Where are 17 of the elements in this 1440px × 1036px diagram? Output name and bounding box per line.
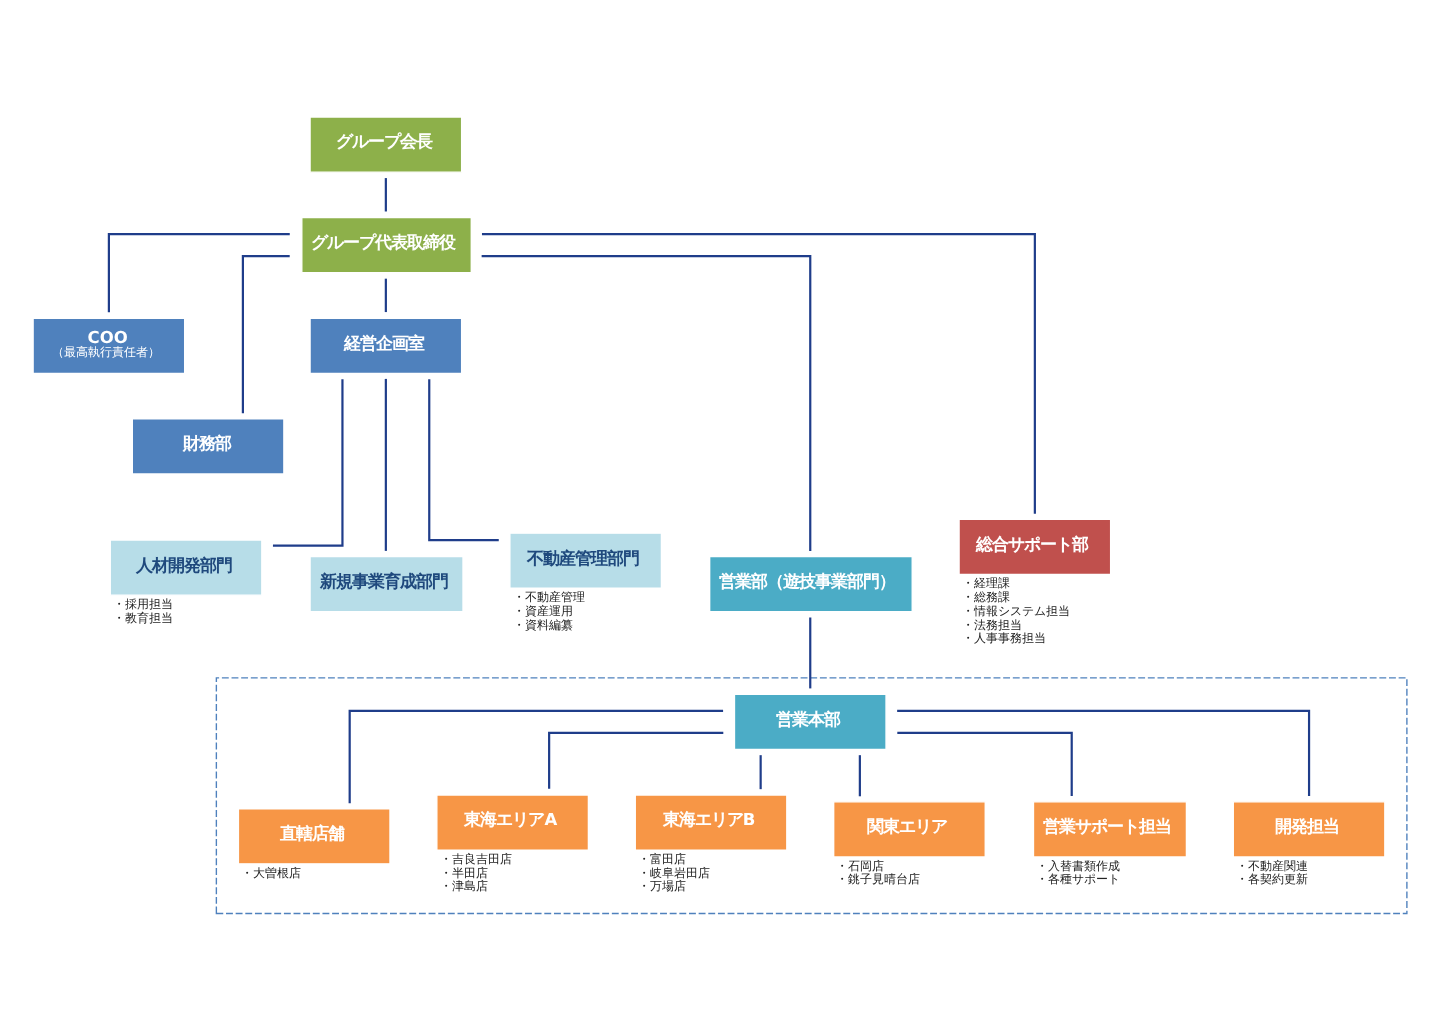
connector bbox=[481, 233, 1036, 514]
connector bbox=[384, 178, 387, 212]
connector bbox=[858, 755, 861, 797]
connector bbox=[897, 709, 1311, 797]
cluster bbox=[215, 677, 1408, 915]
connector bbox=[348, 709, 724, 804]
connector bbox=[548, 731, 724, 789]
connector bbox=[481, 255, 812, 551]
connector bbox=[384, 278, 387, 313]
connector bbox=[759, 755, 762, 790]
connector bbox=[272, 379, 344, 547]
connector bbox=[897, 731, 1073, 797]
connector bbox=[384, 378, 387, 551]
connector bbox=[241, 255, 290, 414]
connector bbox=[107, 233, 290, 313]
connector bbox=[428, 379, 499, 542]
connector bbox=[809, 617, 812, 689]
